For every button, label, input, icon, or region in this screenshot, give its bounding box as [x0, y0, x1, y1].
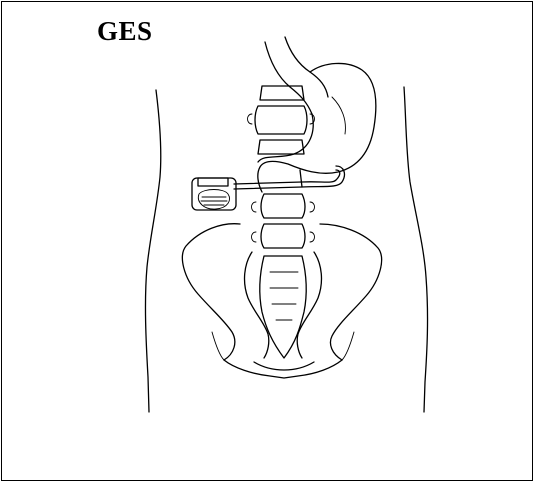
pelvis-right: [320, 224, 382, 360]
lead-wire: [234, 166, 344, 189]
body-outline-left: [145, 90, 160, 412]
spine-lower: [252, 194, 315, 248]
pelvis-inner-right: [297, 252, 321, 358]
pubic-region: [224, 360, 342, 378]
stomach-fold: [332, 97, 345, 134]
body-outline-right: [404, 87, 428, 412]
pelvis-inner-left: [245, 252, 269, 358]
esophagus: [265, 37, 328, 114]
stimulator-device: [192, 178, 236, 210]
pelvis-left: [182, 224, 240, 360]
sacrum: [260, 256, 306, 358]
lead-wire-tip: [300, 170, 302, 187]
stomach-inner: [258, 114, 313, 162]
stomach: [258, 63, 376, 192]
spine-upper: [248, 86, 315, 154]
